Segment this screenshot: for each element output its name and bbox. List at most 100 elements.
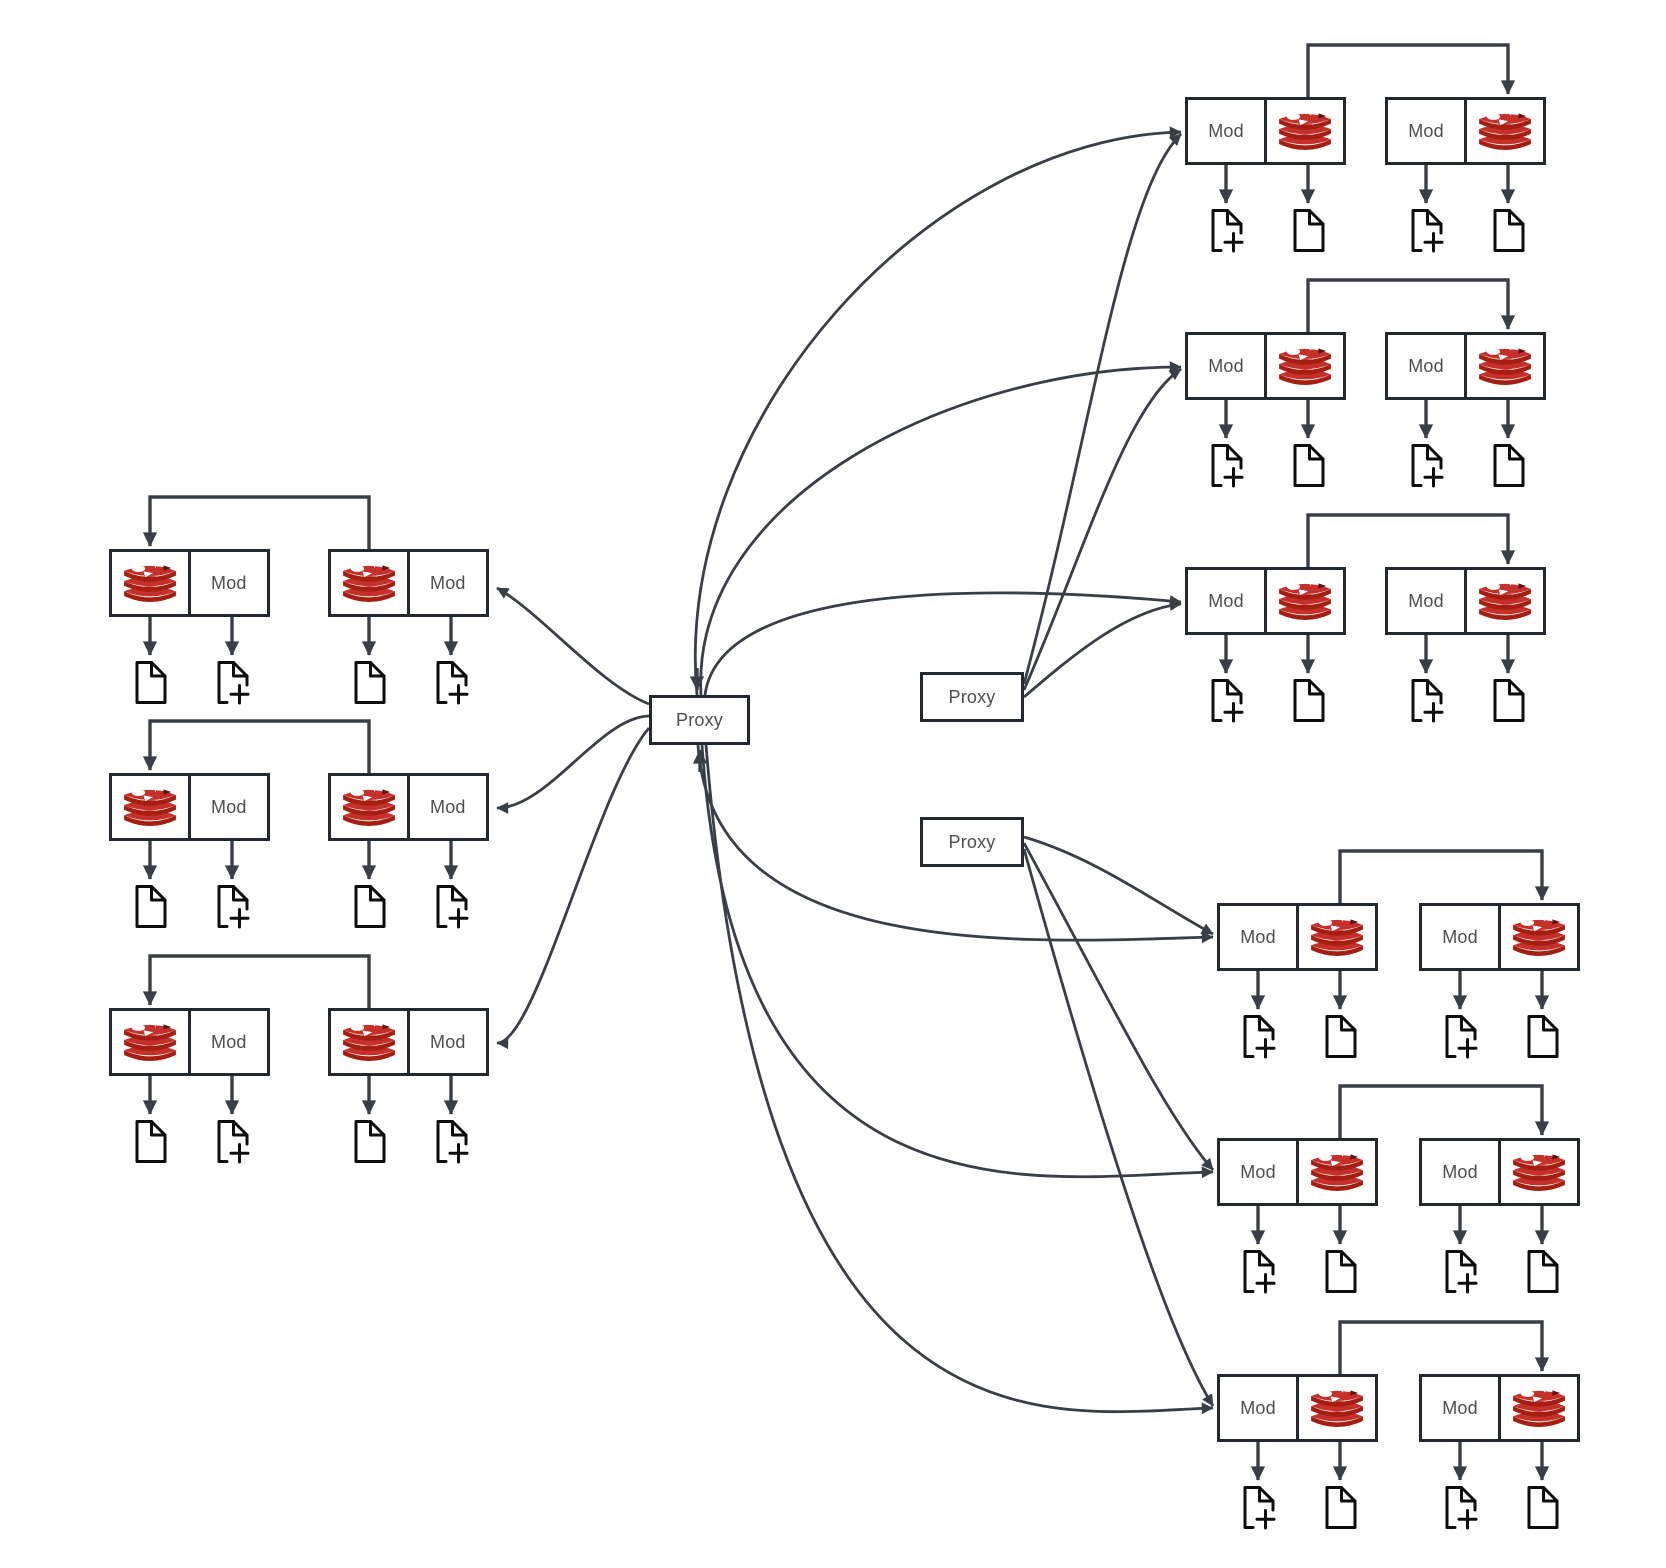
document-plus-icon [1411, 209, 1444, 253]
document-icon [354, 1120, 386, 1163]
redis-icon [121, 558, 179, 608]
lower-right-proxy-node: Proxy [920, 817, 1024, 867]
redis-node [328, 549, 410, 617]
shard-pair-right-5-primary: Mod [1217, 1138, 1378, 1206]
redis-icon [1510, 1147, 1568, 1197]
redis-node [1463, 97, 1546, 165]
shard-pair-left-3-primary: Mod [328, 1008, 489, 1076]
redis-icon [1308, 1383, 1366, 1433]
redis-icon [1476, 341, 1534, 391]
document-plus-icon [1445, 1015, 1478, 1059]
mod-label: Mod [430, 796, 466, 817]
redis-node [328, 1008, 410, 1076]
document-icon [1293, 209, 1325, 252]
edge-central-proxy-left-group-2 [496, 714, 650, 814]
document-plus-icon [1243, 1486, 1276, 1530]
mod-node: Mod [1185, 567, 1267, 635]
mod-node: Mod [187, 773, 270, 841]
document-icon [1493, 444, 1525, 487]
mod-node: Mod [187, 549, 270, 617]
redis-node [1295, 1374, 1378, 1442]
mod-label: Mod [1408, 120, 1444, 141]
shard-pair-left-2-primary: Mod [328, 773, 489, 841]
document-icon [135, 661, 167, 704]
mod-label: Mod [1208, 590, 1244, 611]
document-icon [135, 1120, 167, 1163]
document-plus-icon [1243, 1250, 1276, 1294]
redis-node [1263, 97, 1346, 165]
document-plus-icon [436, 885, 469, 929]
document-icon [1493, 679, 1525, 722]
shard-pair-left-1-replica: Mod [109, 549, 270, 617]
mod-label: Mod [211, 1031, 247, 1052]
mod-node: Mod [1217, 903, 1299, 971]
document-plus-icon [1411, 444, 1444, 488]
redis-node [1463, 332, 1546, 400]
document-icon [354, 661, 386, 704]
shard-pair-right-3-primary: Mod [1185, 567, 1346, 635]
upper-right-proxy-node: Proxy [920, 672, 1024, 722]
edge-upper-proxy-right-group-2 [1022, 367, 1182, 691]
redis-icon [340, 782, 398, 832]
mod-label: Mod [1240, 926, 1276, 947]
redis-node [109, 1008, 191, 1076]
mod-node: Mod [187, 1008, 270, 1076]
document-plus-icon [217, 661, 250, 705]
mod-node: Mod [1385, 97, 1467, 165]
redis-node [1497, 903, 1580, 971]
redis-icon [340, 558, 398, 608]
mod-node: Mod [1419, 903, 1501, 971]
shard-pair-right-6-replica: Mod [1419, 1374, 1580, 1442]
shard-pair-right-1-primary: Mod [1185, 97, 1346, 165]
replication-arrow-left-1 [142, 495, 371, 549]
redis-node [328, 773, 410, 841]
proxy-label: Proxy [948, 831, 996, 852]
document-icon [1325, 1250, 1357, 1293]
shard-pair-right-3-replica: Mod [1385, 567, 1546, 635]
shard-pair-right-6-primary: Mod [1217, 1374, 1378, 1442]
document-icon [354, 885, 386, 928]
edge-lower-proxy-right-group-6 [1022, 848, 1215, 1407]
edge-central-proxy-right-group-4 [696, 744, 1214, 944]
mod-label: Mod [1442, 1397, 1478, 1418]
mod-label: Mod [211, 572, 247, 593]
redis-icon [1276, 576, 1334, 626]
replication-arrow-right-2 [1306, 278, 1516, 332]
replication-arrow-left-2 [142, 719, 371, 773]
document-plus-icon [436, 661, 469, 705]
proxy-label: Proxy [948, 686, 996, 707]
edge-central-proxy-right-group-2 [699, 361, 1182, 696]
document-icon [1293, 444, 1325, 487]
mod-node: Mod [1185, 97, 1267, 165]
edge-central-proxy-right-group-3 [703, 591, 1182, 696]
redis-node [1463, 567, 1546, 635]
replication-arrow-right-4 [1338, 849, 1550, 903]
document-icon [1527, 1486, 1559, 1529]
edge-central-proxy-left-group-3 [496, 727, 651, 1050]
redis-node [1263, 332, 1346, 400]
redis-icon [1308, 912, 1366, 962]
edge-lower-proxy-right-group-5 [1022, 842, 1215, 1171]
redis-icon [1510, 912, 1568, 962]
document-plus-icon [217, 885, 250, 929]
redis-icon [1476, 576, 1534, 626]
central-proxy-node: Proxy [649, 695, 750, 745]
document-icon [1293, 679, 1325, 722]
document-plus-icon [436, 1120, 469, 1164]
edge-central-proxy-right-group-6 [704, 744, 1214, 1415]
shard-pair-left-2-replica: Mod [109, 773, 270, 841]
redis-icon [121, 782, 179, 832]
mod-label: Mod [1208, 120, 1244, 141]
shard-pair-right-5-replica: Mod [1419, 1138, 1580, 1206]
replication-arrow-right-6 [1338, 1320, 1550, 1374]
mod-label: Mod [1442, 1161, 1478, 1182]
document-icon [1493, 209, 1525, 252]
edge-central-proxy-right-group-1 [694, 126, 1182, 696]
edge-central-proxy-left-group-1 [496, 586, 650, 706]
mod-label: Mod [1240, 1397, 1276, 1418]
mod-node: Mod [1217, 1138, 1299, 1206]
edge-upper-proxy-right-group-3 [1023, 599, 1182, 699]
mod-label: Mod [430, 1031, 466, 1052]
document-plus-icon [1211, 444, 1244, 488]
